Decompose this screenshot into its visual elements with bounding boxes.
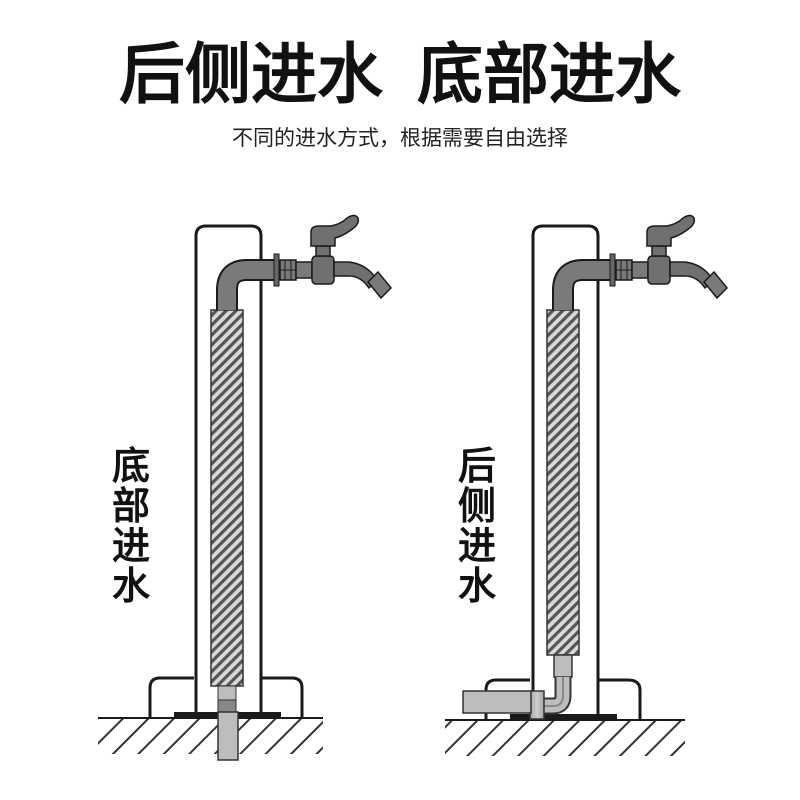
braided-hose <box>546 309 580 656</box>
panel-bottom-inlet <box>98 216 391 761</box>
rear-inlet-pipe <box>462 690 532 714</box>
panel-rear-inlet <box>445 216 727 756</box>
braided-hose <box>210 309 244 687</box>
page-subtitle: 不同的进水方式，根据需要自由选择 <box>232 126 568 150</box>
label-bottom-inlet: 底 部 进 水 <box>111 444 150 608</box>
label-rear-inlet: 后 侧 进 水 <box>457 444 496 608</box>
page-title: 后侧进水底部进水 <box>0 42 800 108</box>
title-bottom-inlet: 底部进水 <box>417 36 681 113</box>
title-rear-inlet: 后侧进水 <box>119 36 383 113</box>
ground-hatch <box>445 720 685 756</box>
ground-hatch <box>98 718 323 754</box>
bottom-inlet-pipe <box>217 711 239 761</box>
